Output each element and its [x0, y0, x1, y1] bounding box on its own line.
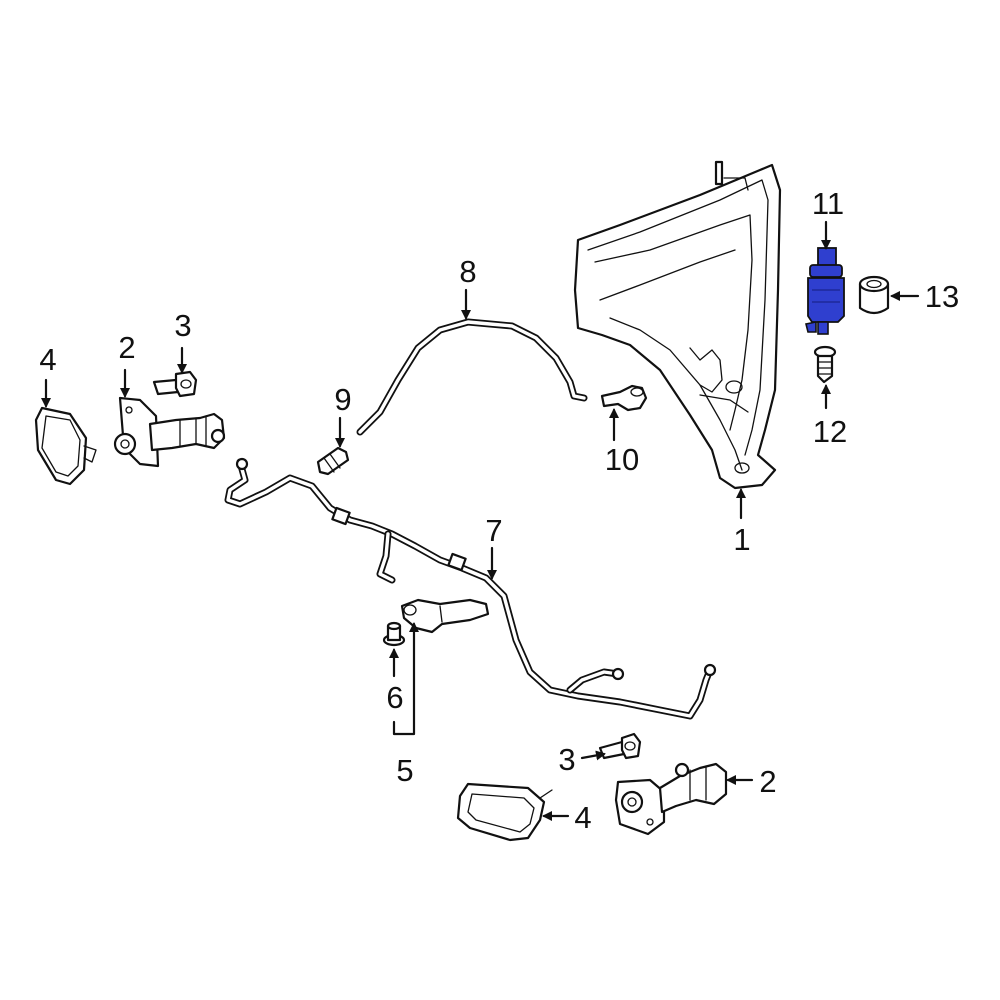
washer-pump-part: [805, 247, 845, 335]
hose-assembly-part: [224, 457, 717, 720]
bolt-left-part: [152, 370, 198, 398]
bolt-right-part: [598, 732, 642, 760]
callout-1: 1: [733, 522, 750, 557]
washer-reservoir-part: [573, 160, 782, 490]
headlamp-cover-right-part: [456, 782, 553, 842]
callout-2-right: 2: [759, 764, 776, 799]
callout-9: 9: [334, 382, 351, 417]
callout-6: 6: [386, 680, 403, 715]
callout-10: 10: [605, 442, 639, 477]
elbow-connector-part: [600, 384, 648, 412]
callout-8: 8: [459, 254, 476, 289]
callout-11: 11: [812, 186, 844, 221]
filter-screen-part: [813, 345, 837, 384]
hose-part: [356, 318, 588, 436]
clip-part: [382, 621, 406, 647]
callout-4-left: 4: [39, 342, 56, 377]
callout-13: 13: [925, 279, 959, 314]
check-valve-part: [316, 446, 350, 476]
callout-5: 5: [396, 753, 413, 788]
callout-labels: 1 2 2 3 3 4 4 5 6 7 8 9 10 11 12 13: [39, 186, 959, 835]
grommet-part: [858, 275, 890, 315]
callout-3-right: 3: [558, 742, 575, 777]
washer-nozzle-left-part: [113, 396, 226, 468]
arrow-3b: [580, 750, 606, 761]
washer-nozzle-right-part: [614, 762, 728, 836]
callout-12: 12: [813, 414, 847, 449]
headlamp-cover-left-part: [34, 406, 97, 486]
callout-4-right: 4: [574, 800, 591, 835]
arrow-5: [392, 622, 419, 736]
leader-arrows: [41, 220, 920, 821]
callout-7: 7: [485, 513, 502, 548]
callout-2-left: 2: [118, 330, 135, 365]
callout-3-left: 3: [174, 308, 191, 343]
